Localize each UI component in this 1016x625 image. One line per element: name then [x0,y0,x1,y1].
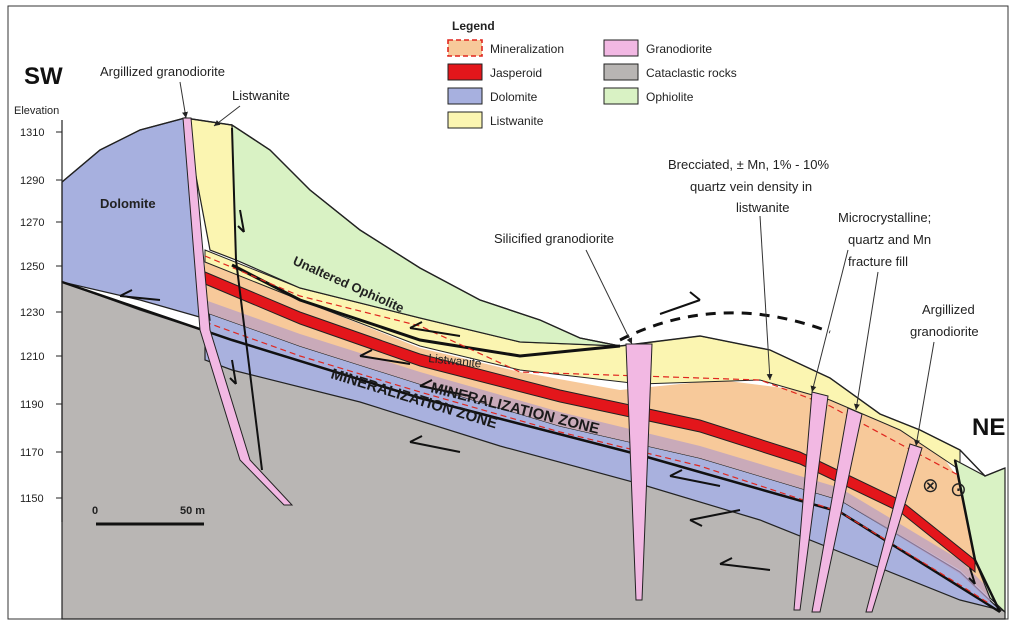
annotation-listwanite-top: Listwanite [232,88,290,103]
scale-start: 0 [92,505,98,517]
elevation-tick-label: 1250 [20,261,44,273]
sw-label: SW [24,63,63,90]
legend-swatch [448,88,482,104]
legend-label: Cataclastic rocks [646,66,737,80]
elevation-tick-label: 1170 [20,447,44,459]
annotation-argillized-left: Argillized granodiorite [100,64,225,79]
elevation-tick-label: 1190 [20,399,44,411]
legend-swatch [448,112,482,128]
elevation-tick-label: 1210 [20,351,44,363]
legend: Legend MineralizationJasperoidDolomiteLi… [448,19,737,128]
annotation-brecciated-3: listwanite [736,200,789,215]
legend-label: Listwanite [490,114,544,128]
elevation-tick-label: 1290 [20,175,44,187]
elevation-title: Elevation [14,105,59,117]
out-of-page-symbol: ⊙ [950,479,967,501]
annotation-argillized-right-2: granodiorite [910,324,979,339]
elevation-tick-label: 1270 [20,217,44,229]
dolomite-label: Dolomite [100,196,156,211]
legend-swatch [604,40,638,56]
legend-label: Ophiolite [646,90,694,104]
annotation-silicified: Silicified granodiorite [494,231,614,246]
annotation-brecciated-1: Brecciated, ± Mn, 1% - 10% [668,157,829,172]
annotation-brecciated-2: quartz vein density in [690,179,812,194]
legend-label: Mineralization [490,42,564,56]
legend-swatch [448,40,482,56]
ne-label: NE [972,414,1005,441]
legend-title: Legend [452,19,495,33]
elevation-tick-label: 1230 [20,307,44,319]
legend-label: Dolomite [490,90,538,104]
legend-label: Jasperoid [490,66,542,80]
legend-swatch [604,64,638,80]
annotation-micro-3: fracture fill [848,254,908,269]
fault-line-dashed-arc [620,313,830,340]
legend-label: Granodiorite [646,42,712,56]
into-page-symbol: ⊗ [922,475,939,497]
elevation-tick-label: 1310 [20,127,44,139]
legend-swatch [604,88,638,104]
scale-end: 50 m [180,505,205,517]
annotation-micro-1: Microcrystalline; [838,210,931,225]
legend-swatch [448,64,482,80]
annotation-argillized-right-1: Argillized [922,302,975,317]
elevation-tick-label: 1150 [20,493,44,505]
annotation-micro-2: quartz and Mn [848,232,931,247]
elevation-axis: Elevation 1310 1290 1270 1250 1230 1210 1190 11… [14,105,62,522]
